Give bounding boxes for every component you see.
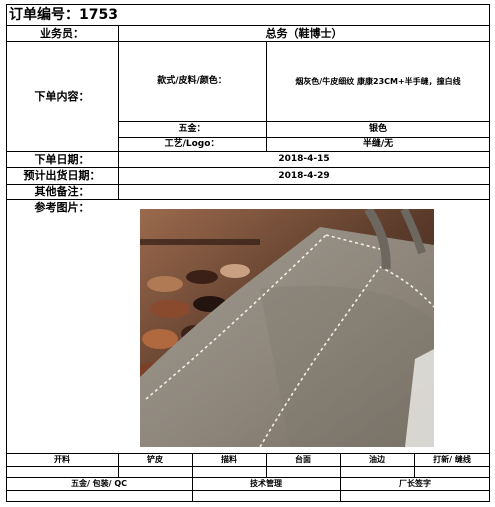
divider (118, 453, 119, 477)
footer-cell: 台面 (295, 455, 311, 464)
divider (6, 151, 490, 152)
divider (266, 453, 267, 477)
craft-logo-value: 半缝/无 (362, 139, 394, 149)
order-date-label: 下单日期： (34, 153, 90, 166)
divider (6, 167, 490, 168)
divider (6, 453, 490, 454)
divider (6, 477, 490, 478)
order-content-label: 下单内容： (34, 90, 90, 103)
hardware-label: 五金： (178, 124, 206, 134)
divider (6, 466, 490, 467)
craft-logo-label: 工艺/Logo： (164, 139, 220, 149)
footer-cell: 厂长签字 (399, 479, 431, 488)
hardware-value: 银色 (368, 124, 387, 134)
footer-cell: 铲皮 (147, 455, 163, 464)
expected-ship-date-value: 2018-4-29 (278, 171, 330, 181)
divider (340, 477, 341, 502)
footer-cell: 打新/ 缝线 (433, 455, 471, 464)
other-notes-label: 其他备注： (34, 185, 90, 198)
footer-cell: 开料 (54, 455, 70, 464)
divider (414, 453, 415, 477)
divider (118, 137, 490, 138)
divider (6, 490, 490, 491)
style-leather-color-value: 烟灰色/牛皮细纹 康康23CM+半手缝，撞白线 (295, 77, 461, 86)
salesperson-value: 总务（鞋博士） (265, 27, 343, 40)
divider (6, 25, 490, 26)
style-leather-color-label: 款式/皮料/颜色： (157, 76, 227, 86)
divider (192, 477, 193, 502)
divider (192, 453, 193, 477)
footer-cell: 油边 (369, 455, 385, 464)
footer-cell: 五金/ 包装/ QC (70, 479, 128, 488)
divider (6, 184, 490, 185)
expected-ship-date-label: 预计出货日期： (23, 169, 101, 182)
divider (340, 453, 341, 477)
divider (6, 41, 490, 42)
divider (118, 121, 490, 122)
order-date-value: 2018-4-15 (278, 154, 330, 164)
order-number-title: 订单编号：1753 (9, 7, 118, 23)
reference-photo (140, 209, 434, 447)
divider (118, 25, 119, 200)
divider (266, 41, 267, 151)
divider (6, 199, 490, 200)
salesperson-label: 业务员： (40, 27, 84, 40)
footer-cell: 描料 (221, 455, 237, 464)
footer-cell: 技术管理 (250, 479, 282, 488)
order-form (6, 4, 490, 502)
reference-image-label: 参考图片： (34, 201, 90, 214)
